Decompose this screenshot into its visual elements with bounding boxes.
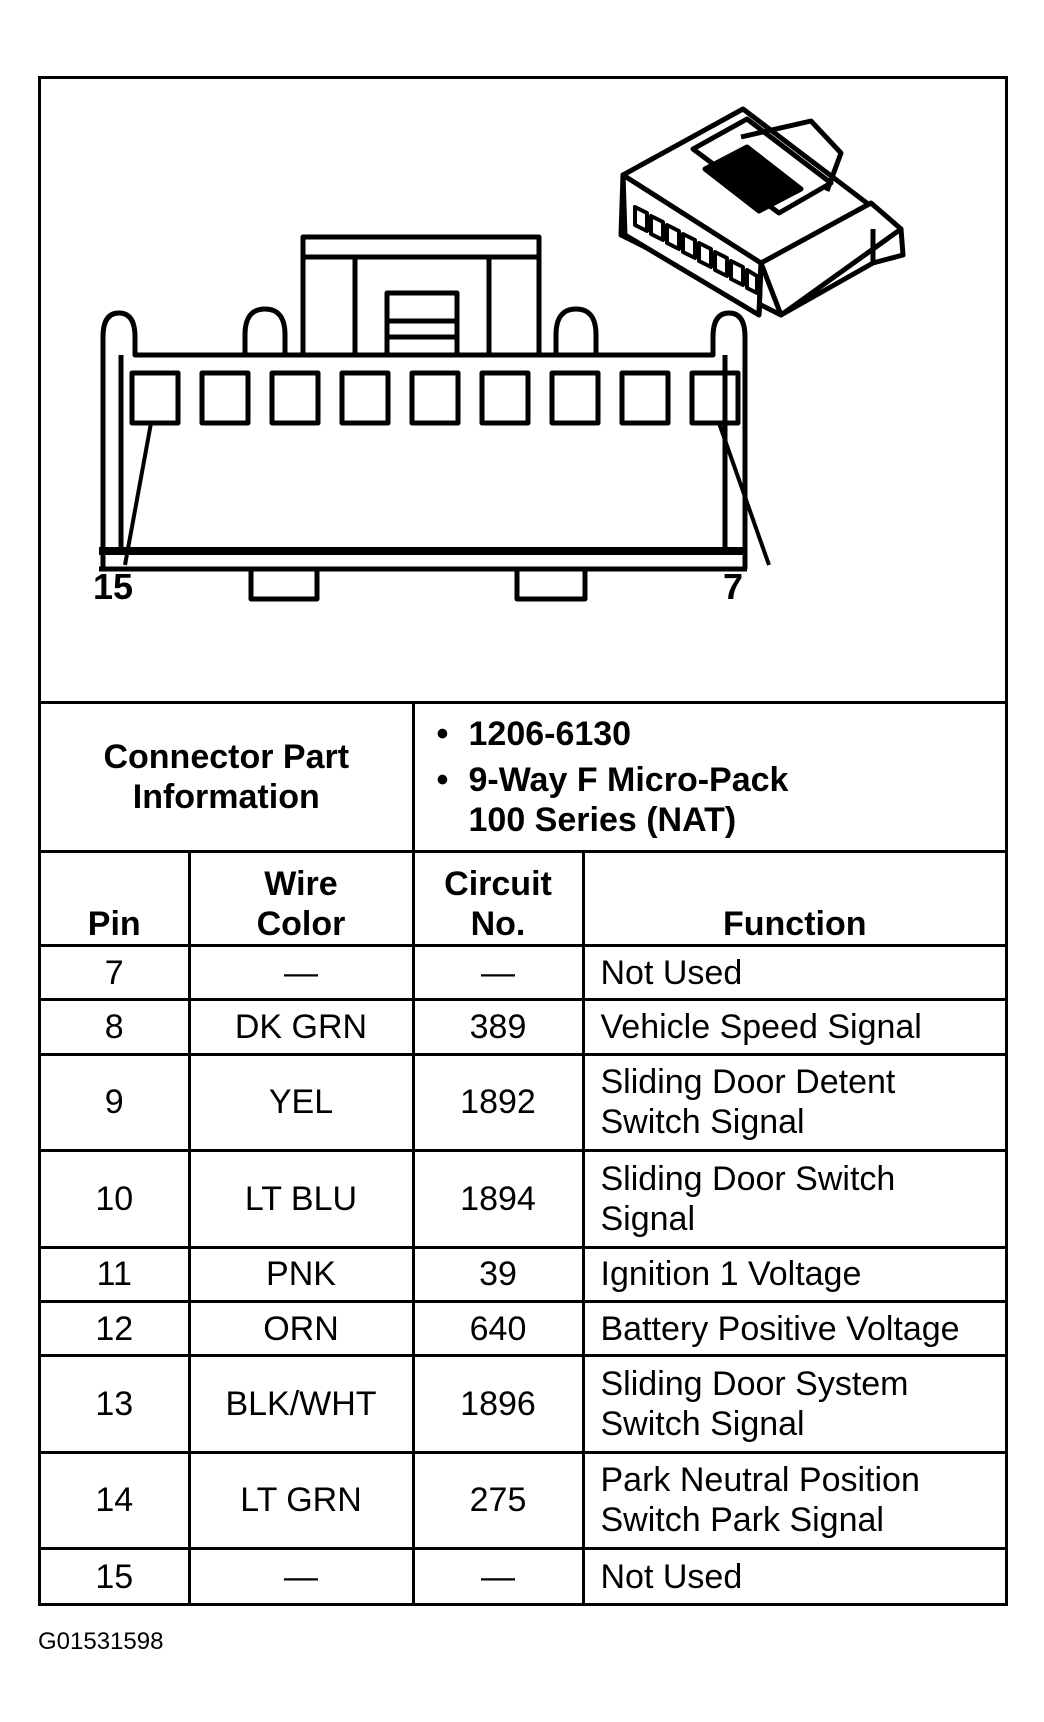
callout-right-pin: 7 [723, 566, 743, 607]
pin-cavity [129, 370, 181, 426]
top-bump-left [242, 306, 288, 355]
header-circuit-no: Circuit No. [411, 849, 585, 948]
circuit-cell: 1892 [411, 1052, 585, 1153]
top-bump-right [553, 306, 599, 355]
callout-left-pin: 15 [93, 566, 133, 607]
pin-cell: 9 [41, 1052, 191, 1153]
circuit-cell: 389 [411, 998, 585, 1056]
wire-color-cell: BLK/WHT [187, 1354, 415, 1454]
pin-cavity [689, 370, 741, 426]
table-row: 15 — — Not Used [41, 1547, 1006, 1603]
pin-cell: 12 [41, 1299, 191, 1358]
header-pin: Pin [41, 849, 191, 948]
connector-info-item: 9-Way F Micro-Pack 100 Series (NAT) [437, 760, 996, 840]
header-row: Pin Wire Color Circuit No. Function [41, 849, 1006, 948]
table-row: 7 — — Not Used [41, 944, 1006, 1002]
connector-face-outline [100, 310, 748, 569]
pin-cavity [619, 370, 671, 426]
function-cell: Ignition 1 Voltage [581, 1245, 1006, 1303]
foot-right [514, 569, 588, 602]
connector-info-row: Connector Part Information 1206-6130 9-W… [41, 701, 1006, 853]
circuit-cell: 39 [411, 1245, 585, 1303]
header-function: Function [581, 849, 1006, 948]
figure-id: G01531598 [38, 1628, 164, 1655]
circuit-cell: — [411, 944, 585, 1002]
wire-color-cell: ORN [187, 1299, 415, 1358]
function-cell: Vehicle Speed Signal [581, 998, 1006, 1056]
pin-cell: 13 [41, 1354, 191, 1454]
wire-color-cell: — [187, 1547, 415, 1603]
pin-cavity [409, 370, 461, 426]
pin-cell: 10 [41, 1149, 191, 1249]
wire-color-cell: — [187, 944, 415, 1002]
pin-cell: 8 [41, 998, 191, 1056]
pin-cavity [269, 370, 321, 426]
header-wire-color: Wire Color [187, 849, 415, 948]
circuit-cell: 640 [411, 1299, 585, 1358]
pin-table: Connector Part Information 1206-6130 9-W… [41, 701, 1006, 1603]
circuit-cell: 1894 [411, 1149, 585, 1249]
wire-color-cell: DK GRN [187, 998, 415, 1056]
circuit-cell: 275 [411, 1450, 585, 1551]
circuit-cell: 1896 [411, 1354, 585, 1454]
pin-cell: 7 [41, 944, 191, 1002]
leader-line-right [717, 422, 771, 566]
table-row: 8 DK GRN 389 Vehicle Speed Signal [41, 998, 1006, 1056]
circuit-cell: — [411, 1547, 585, 1603]
connector-figure: 15 7 Connector Part Information 1206-613… [38, 76, 1008, 1606]
pin-cavity [549, 370, 601, 426]
table-row: 12 ORN 640 Battery Positive Voltage [41, 1299, 1006, 1358]
wire-color-cell: YEL [187, 1052, 415, 1153]
function-cell: Not Used [581, 1547, 1006, 1603]
pin-cavity [479, 370, 531, 426]
connector-diagram: 15 7 [93, 106, 906, 607]
connector-isometric-icon [618, 106, 906, 318]
pin-cavity [199, 370, 251, 426]
connector-info-label: Connector Part Information [41, 701, 415, 853]
table-row: 11 PNK 39 Ignition 1 Voltage [41, 1245, 1006, 1303]
connector-info-list: 1206-6130 9-Way F Micro-Pack 100 Series … [411, 701, 1006, 853]
pin-cell: 11 [41, 1245, 191, 1303]
leader-line-left [123, 422, 153, 566]
pin-cell: 15 [41, 1547, 191, 1603]
wire-color-cell: PNK [187, 1245, 415, 1303]
pin-cavity [339, 370, 391, 426]
wire-color-cell: LT BLU [187, 1149, 415, 1249]
connector-info-item: 1206-6130 [437, 714, 996, 754]
function-cell: Battery Positive Voltage [581, 1299, 1006, 1358]
wire-color-cell: LT GRN [187, 1450, 415, 1551]
pin-cell: 14 [41, 1450, 191, 1551]
foot-left [248, 569, 320, 602]
function-cell: Not Used [581, 944, 1006, 1002]
